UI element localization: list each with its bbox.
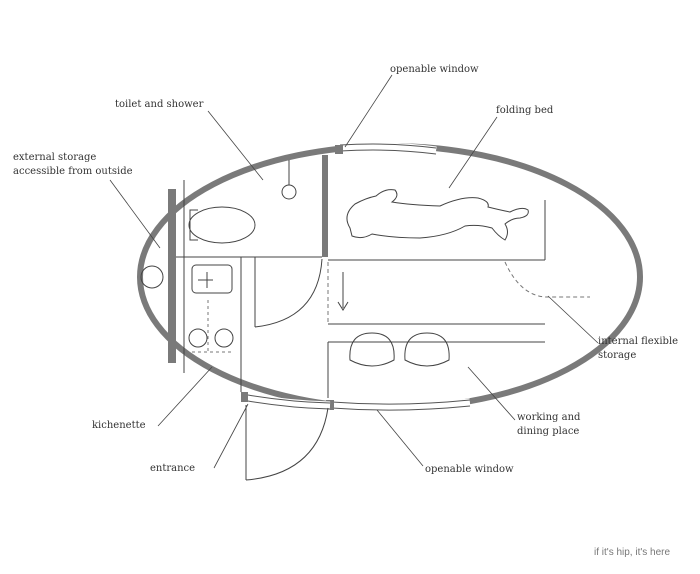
label-openable-window-bottom: openable window — [425, 464, 514, 475]
outer-shell — [137, 143, 643, 411]
sleeping-figure — [346, 189, 529, 241]
chair-right — [404, 332, 450, 367]
label-external-storage-2: accessible from outside — [13, 166, 133, 177]
top-window-frame-inner — [339, 149, 437, 155]
label-entrance: entrance — [150, 463, 195, 474]
entrance-frame-inner — [247, 394, 331, 404]
leader-window-bottom — [376, 409, 424, 467]
entrance-post-left — [241, 392, 248, 402]
leader-kichenette — [157, 366, 213, 427]
leader-internal-storage — [547, 295, 599, 344]
leader-external-storage — [109, 179, 161, 249]
bottom-window-gap — [331, 398, 471, 412]
kitchen-sink — [191, 264, 233, 294]
label-external-storage-1: external storage — [13, 152, 96, 163]
leader-toilet — [207, 110, 264, 181]
bathroom-wall — [322, 155, 328, 257]
leader-window-top — [344, 74, 393, 148]
bottom-window-frame-outer — [331, 405, 471, 411]
label-folding-bed: folding bed — [496, 105, 554, 116]
storage-dashed-arc — [504, 261, 590, 298]
entrance-frame-outer — [247, 400, 331, 410]
label-kichenette: kichenette — [92, 420, 146, 431]
storage-wall — [168, 189, 176, 363]
entrance-door-swing — [245, 407, 329, 481]
toilet-tank — [189, 209, 198, 241]
label-working-1: working and — [517, 412, 581, 423]
label-internal-flexible-2: storage — [598, 350, 636, 361]
label-working-2: dining place — [517, 426, 579, 437]
hob-burner-1 — [188, 328, 208, 348]
shower-drain — [281, 184, 297, 200]
label-internal-flexible-1: internal flexible — [598, 336, 678, 347]
label-openable-window-top: openable window — [390, 64, 479, 75]
label-toilet-and-shower: toilet and shower — [115, 99, 204, 110]
top-window-gap — [339, 142, 437, 156]
toilet-bowl — [188, 206, 256, 244]
top-window-post — [335, 145, 343, 154]
bathroom-door-swing — [254, 258, 323, 328]
hob-burner-2 — [214, 328, 234, 348]
fold-arrow-head — [337, 301, 349, 311]
chair-left — [349, 332, 395, 367]
top-window-frame-outer — [339, 143, 437, 149]
bottom-window-frame-inner — [331, 399, 471, 405]
site-credit: if it's hip, it's here — [594, 547, 671, 558]
external-storage-hatch — [140, 265, 164, 289]
leader-working — [467, 366, 516, 421]
leader-folding-bed — [448, 116, 498, 189]
entrance-gap — [247, 393, 331, 411]
leader-entrance — [213, 403, 249, 469]
